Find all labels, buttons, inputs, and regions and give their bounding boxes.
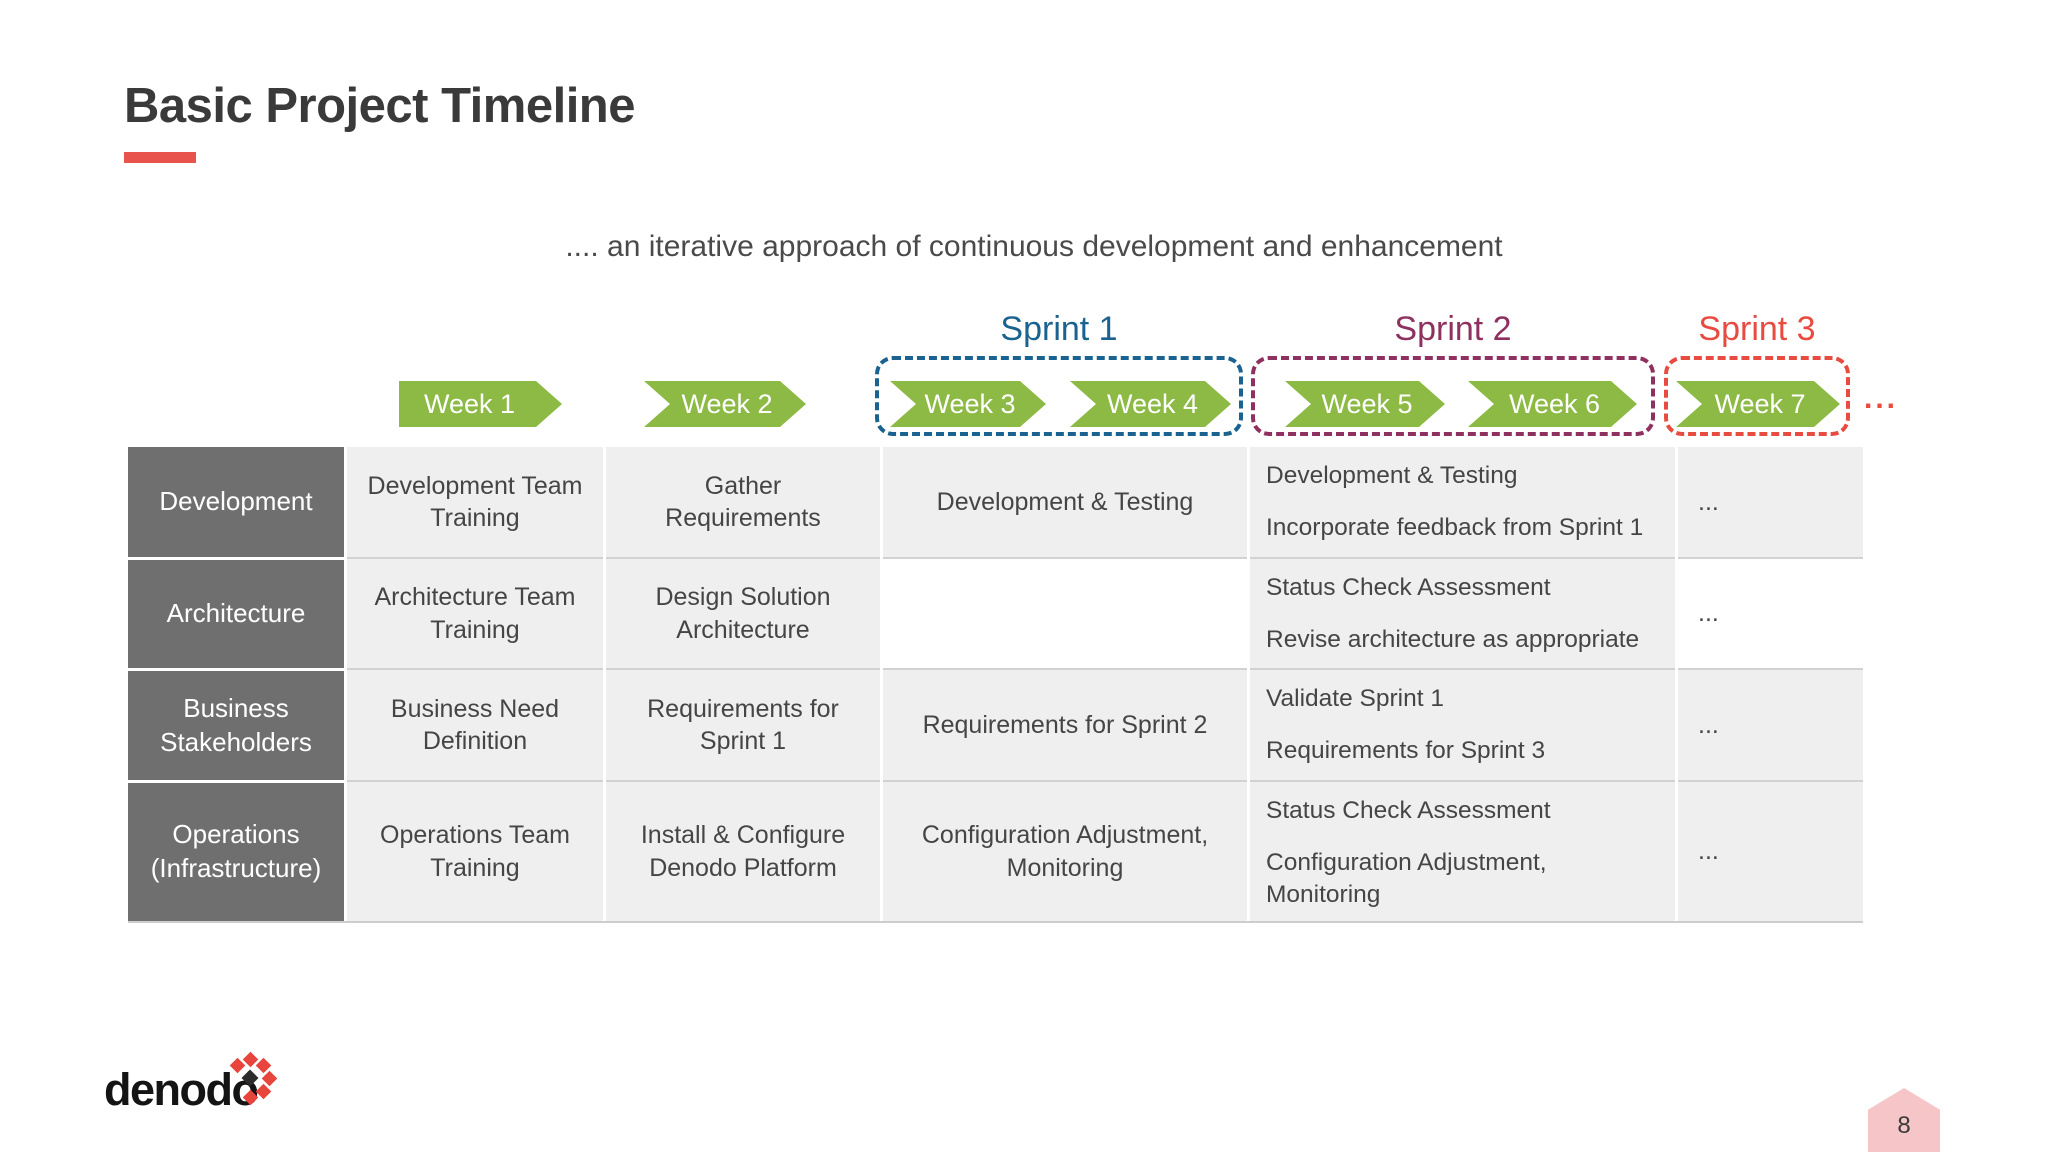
cell-architecture-sprint2: Status Check Assessment Revise architect… <box>1250 557 1675 668</box>
cell-paragraph: Revise architecture as appropriate <box>1266 625 1640 653</box>
week-4-arrow: Week 4 <box>1070 381 1231 427</box>
page-title: Basic Project Timeline <box>124 79 636 133</box>
cell-operations-week2: Install & Configure Denodo Platform <box>606 780 880 921</box>
cell-architecture-week1: Architecture Team Training <box>347 557 603 668</box>
cell-business-week1: Business Need Definition <box>347 668 603 780</box>
row-header-development: Development <box>128 447 344 557</box>
page-number: 8 <box>1897 1112 1911 1139</box>
title-underline <box>124 152 196 163</box>
cell-paragraph: Incorporate feedback from Sprint 1 <box>1266 513 1644 541</box>
sprint-1-label: Sprint 1 <box>1000 310 1118 348</box>
cell-paragraph: Requirements for Sprint 3 <box>1266 736 1546 764</box>
cell-operations-sprint1: Configuration Adjustment, Monitoring <box>883 780 1247 921</box>
cell-business-sprint1: Requirements for Sprint 2 <box>883 668 1247 780</box>
sprint-2-box <box>1251 356 1655 436</box>
sprint-3-label: Sprint 3 <box>1698 310 1816 348</box>
week-3-arrow: Week 3 <box>890 381 1046 427</box>
cell-operations-sprint2: Status Check Assessment Configuration Ad… <box>1250 780 1675 921</box>
cell-paragraph: Development & Testing <box>1266 462 1518 489</box>
page-number-badge: 8 <box>1868 1088 1940 1152</box>
cell-development-sprint3: ... <box>1678 447 1863 557</box>
row-header-business-stakeholders: Business Stakeholders <box>128 668 344 780</box>
cell-business-sprint3: ... <box>1678 668 1863 780</box>
cell-paragraph: Configuration Adjustment, Monitoring <box>1266 848 1547 908</box>
timeline-table: Development Development Team Training Ga… <box>128 447 1863 923</box>
sprint-2-label: Sprint 2 <box>1394 310 1512 348</box>
cell-operations-week1: Operations Team Training <box>347 780 603 921</box>
logo-diamond-center <box>241 1069 259 1087</box>
cell-architecture-sprint3: ... <box>1678 557 1863 668</box>
cell-operations-sprint3: ... <box>1678 780 1863 921</box>
week-2-arrow: Week 2 <box>644 381 806 427</box>
cell-architecture-sprint1 <box>883 557 1247 668</box>
row-header-operations: Operations (Infrastructure) <box>128 780 344 921</box>
week-5-arrow: Week 5 <box>1285 381 1445 427</box>
cell-paragraph: Validate Sprint 1 <box>1266 685 1444 712</box>
cell-paragraph: Status Check Assessment <box>1266 574 1551 601</box>
sprint-3-box <box>1664 356 1850 436</box>
row-header-architecture: Architecture <box>128 557 344 668</box>
week-6-arrow: Week 6 <box>1468 381 1637 427</box>
week-1-arrow: Week 1 <box>399 381 562 427</box>
cell-development-week2: Gather Requirements <box>606 447 880 557</box>
subtitle: .... an iterative approach of continuous… <box>565 230 1503 263</box>
cell-business-sprint2: Validate Sprint 1 Requirements for Sprin… <box>1250 668 1675 780</box>
cell-business-week2: Requirements for Sprint 1 <box>606 668 880 780</box>
cell-architecture-week2: Design Solution Architecture <box>606 557 880 668</box>
cell-development-sprint2: Development & Testing Incorporate feedba… <box>1250 447 1675 557</box>
cell-development-sprint1: Development & Testing <box>883 447 1247 557</box>
timeline-continuation-ellipsis: ... <box>1864 382 1899 415</box>
sprint-1-box <box>875 356 1243 436</box>
denodo-logo-text: denodo <box>104 1064 259 1115</box>
cell-paragraph: Status Check Assessment <box>1266 797 1551 824</box>
week-7-arrow: Week 7 <box>1676 381 1840 427</box>
denodo-logo-icon <box>224 1051 277 1105</box>
cell-development-week1: Development Team Training <box>347 447 603 557</box>
